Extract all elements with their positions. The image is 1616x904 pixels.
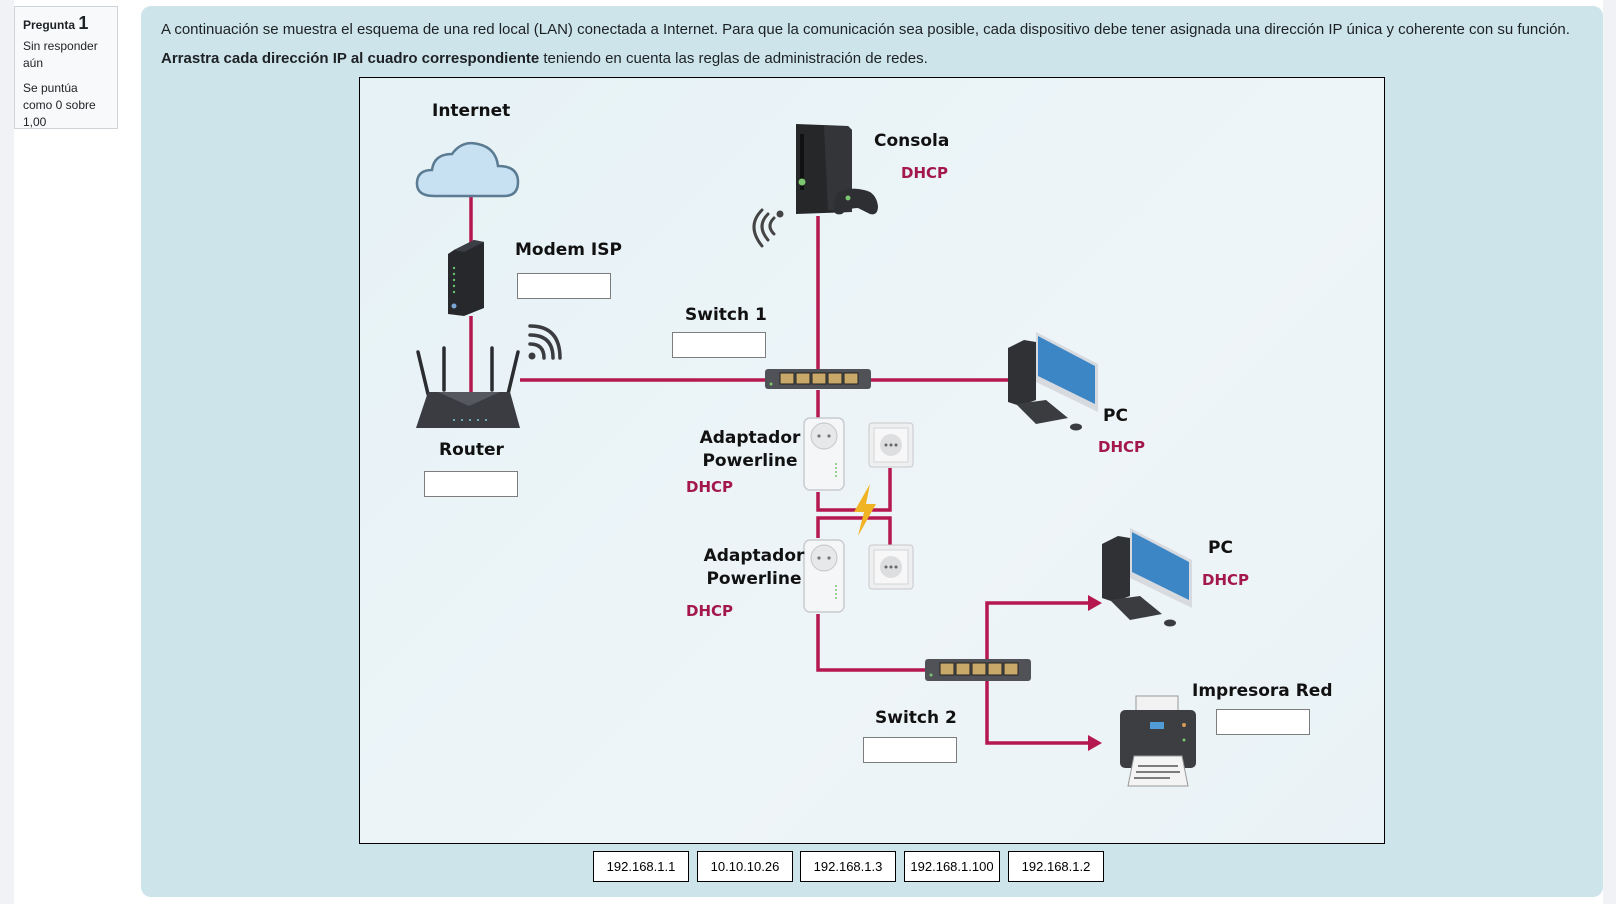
ip-choice[interactable]: 192.168.1.2 bbox=[1008, 851, 1104, 882]
router-ip-dropzone[interactable] bbox=[424, 471, 518, 497]
question-label: Pregunta bbox=[23, 18, 76, 32]
powerline2-dhcp-badge: DHCP bbox=[686, 602, 734, 620]
switch1-label: Switch 1 bbox=[685, 305, 767, 325]
powerline2-label-line1: Adaptador bbox=[703, 546, 805, 566]
ip-choice[interactable]: 10.10.10.26 bbox=[697, 851, 793, 882]
pc1-label: PC bbox=[1103, 406, 1128, 426]
powerline1-label-line1: Adaptador bbox=[699, 428, 801, 448]
pc2-label: PC bbox=[1208, 538, 1233, 558]
page-left-gutter bbox=[0, 0, 14, 904]
ip-choice[interactable]: 192.168.1.100 bbox=[904, 851, 1000, 882]
instruction-rest: teniendo en cuenta las reglas de adminis… bbox=[539, 50, 928, 67]
network-diagram: Internet Modem ISP Router Switch 1 Conso… bbox=[359, 77, 1385, 844]
router-icon bbox=[416, 346, 520, 428]
question-instruction: Arrastra cada dirección IP al cuadro cor… bbox=[161, 49, 928, 69]
wifi-icon bbox=[528, 324, 562, 360]
printer-label: Impresora Red bbox=[1192, 681, 1333, 701]
modem-icon bbox=[448, 240, 484, 316]
question-number-line: Pregunta 1 bbox=[23, 13, 109, 34]
modem-ip-dropzone[interactable] bbox=[517, 273, 611, 299]
power-outlet-icon bbox=[868, 422, 914, 468]
printer-ip-dropzone[interactable] bbox=[1216, 709, 1310, 735]
switch2-label: Switch 2 bbox=[875, 708, 957, 728]
question-info: Pregunta 1 Sin responder aún Se puntúa c… bbox=[14, 6, 118, 129]
printer-icon bbox=[1120, 695, 1196, 787]
power-outlet-icon bbox=[868, 544, 914, 590]
wire-switch2-printer bbox=[985, 680, 1090, 745]
pc1-dhcp-badge: DHCP bbox=[1098, 438, 1146, 456]
ip-choices-tray: 192.168.1.1 10.10.10.26 192.168.1.3 192.… bbox=[141, 851, 1603, 883]
internet-label: Internet bbox=[432, 101, 511, 121]
question-grade: Se puntúa como 0 sobre 1,00 bbox=[23, 81, 96, 129]
switch-icon bbox=[925, 659, 1031, 681]
powerline2-label: Adaptador Powerline bbox=[702, 545, 806, 591]
instruction-bold: Arrastra cada dirección IP al cuadro cor… bbox=[161, 50, 540, 67]
powerline1-label-line2: Powerline bbox=[702, 451, 798, 471]
console-label: Consola bbox=[874, 131, 950, 151]
question-number: 1 bbox=[78, 13, 89, 33]
router-label: Router bbox=[439, 440, 504, 460]
powerline-adapter-icon bbox=[803, 417, 845, 491]
pc2-dhcp-badge: DHCP bbox=[1202, 571, 1250, 589]
arrow-printer bbox=[1088, 735, 1102, 751]
lightning-icon bbox=[854, 484, 876, 536]
desktop-pc-icon bbox=[1102, 528, 1192, 627]
console-dhcp-badge: DHCP bbox=[901, 164, 949, 182]
wire-powerline2-outlet2 bbox=[816, 516, 892, 566]
wire-powerline1-outlet1 bbox=[816, 468, 892, 512]
wire-powerline2-switch2 bbox=[816, 614, 925, 672]
modem-label: Modem ISP bbox=[515, 240, 622, 260]
question-intro: A continuación se muestra el esquema de … bbox=[161, 21, 1570, 38]
powerline1-dhcp-badge: DHCP bbox=[686, 478, 734, 496]
ip-choice[interactable]: 192.168.1.1 bbox=[593, 851, 689, 882]
powerline2-label-line2: Powerline bbox=[706, 569, 802, 589]
cloud-icon bbox=[415, 141, 520, 198]
question-state: Sin responder aún bbox=[23, 39, 98, 70]
arrow-pc2 bbox=[1088, 595, 1102, 611]
powerline1-label: Adaptador Powerline bbox=[698, 427, 802, 473]
desktop-pc-icon bbox=[1008, 332, 1098, 431]
powerline-adapter-icon bbox=[803, 539, 845, 613]
game-console-icon bbox=[796, 124, 878, 215]
switch1-ip-dropzone[interactable] bbox=[672, 332, 766, 358]
ip-choice[interactable]: 192.168.1.3 bbox=[800, 851, 896, 882]
page-scrollbar-track[interactable] bbox=[1603, 0, 1616, 904]
wire-switch2-pc2 bbox=[985, 601, 1090, 660]
network-wires bbox=[469, 196, 1102, 751]
question-formulation: A continuación se muestra el esquema de … bbox=[141, 6, 1603, 897]
switch2-ip-dropzone[interactable] bbox=[863, 737, 957, 763]
wifi-icon bbox=[752, 208, 784, 248]
switch-icon bbox=[765, 369, 871, 389]
